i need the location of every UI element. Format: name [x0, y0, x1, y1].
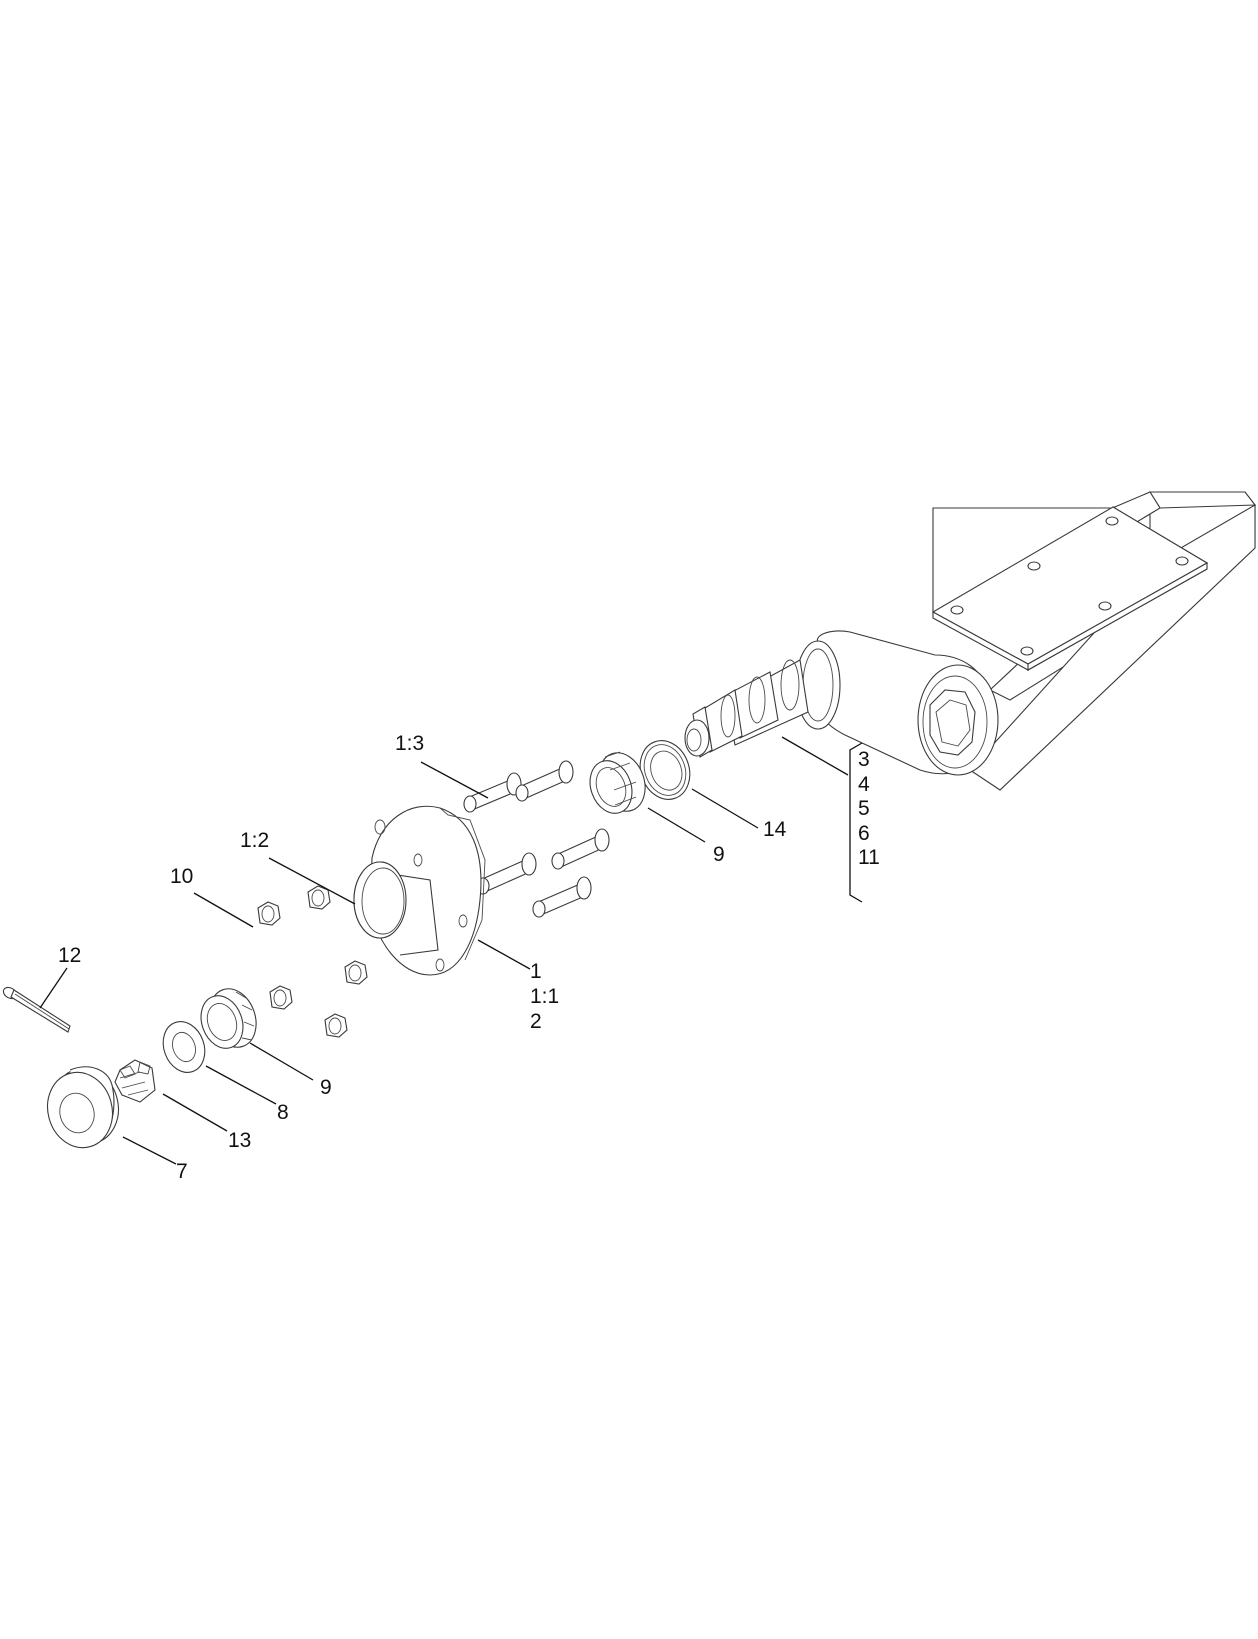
callout-4: 4 — [858, 772, 870, 796]
leader-lines — [39, 736, 863, 1165]
leader-13 — [162, 1093, 228, 1132]
torsion-arm — [814, 630, 999, 776]
plate-hole — [1027, 561, 1041, 571]
callout-1-3: 1:3 — [395, 732, 425, 755]
wheel-stud — [463, 772, 522, 813]
callout-7: 7 — [176, 1160, 188, 1183]
leader-14 — [691, 788, 759, 829]
lug-nut — [257, 901, 281, 926]
bearing-cone-9-outer — [200, 988, 257, 1049]
callout-6: 6 — [858, 821, 870, 845]
washer-8 — [162, 1021, 206, 1073]
leader-spindle — [781, 736, 849, 776]
plate-hole — [1175, 556, 1189, 566]
wheel-stud — [515, 760, 574, 802]
hub-bolt-hole — [413, 853, 423, 867]
callout-2: 2 — [530, 1010, 542, 1033]
plate-hole — [1105, 516, 1119, 526]
lug-nut — [269, 985, 293, 1010]
wheel-stud — [551, 828, 610, 870]
plate-hole — [1098, 601, 1112, 611]
callout-9-bottom: 9 — [320, 1076, 332, 1099]
lug-nut — [344, 960, 368, 985]
hub-bolt-hole — [374, 819, 386, 835]
hub-bolt-hole — [458, 914, 468, 928]
callout-1-2: 1:2 — [240, 829, 270, 852]
spindle — [684, 640, 841, 758]
leader-1 — [477, 939, 531, 970]
castle-nut-13 — [114, 1059, 156, 1103]
leader-9-top — [647, 807, 706, 843]
spindle-group-bracket — [849, 742, 863, 903]
callout-1-1: 1:1 — [530, 985, 560, 1008]
callout-9-top: 9 — [713, 843, 725, 866]
leader-9-bottom — [249, 1042, 314, 1081]
callout-3: 3 — [858, 748, 870, 771]
cotter-pin-12 — [2, 986, 71, 1033]
callout-8: 8 — [277, 1101, 289, 1124]
wheel-studs-1-3 — [463, 760, 610, 918]
bearing-cone-9-inner — [589, 751, 646, 814]
wheel-stud — [476, 852, 537, 895]
mounting-plate — [931, 506, 1209, 671]
grease-seal-14 — [639, 740, 691, 800]
callout-13: 13 — [228, 1129, 252, 1152]
spindle-group-callouts: 3 4 5 6 11 — [858, 748, 880, 871]
hub-1 — [353, 805, 486, 976]
dust-cap-7 — [47, 1066, 119, 1149]
leader-12 — [39, 967, 68, 1009]
callout-11: 11 — [858, 846, 880, 869]
wheel-stud — [532, 876, 592, 918]
callout-14: 14 — [763, 818, 787, 841]
hub-bolt-hole — [435, 958, 445, 972]
leader-7 — [122, 1136, 177, 1165]
leader-1-2 — [268, 857, 356, 905]
leader-8 — [205, 1065, 277, 1105]
plate-hole — [1020, 646, 1034, 656]
lug-nuts-10 — [257, 885, 368, 1038]
leader-1-3 — [420, 761, 489, 799]
lug-nut — [324, 1013, 348, 1038]
callout-10: 10 — [170, 865, 194, 888]
leader-10 — [193, 892, 254, 928]
callout-12: 12 — [58, 944, 82, 967]
callout-5: 5 — [858, 797, 870, 820]
plate-hole — [950, 605, 964, 615]
lug-nut — [307, 885, 331, 910]
callout-1: 1 — [530, 960, 542, 983]
